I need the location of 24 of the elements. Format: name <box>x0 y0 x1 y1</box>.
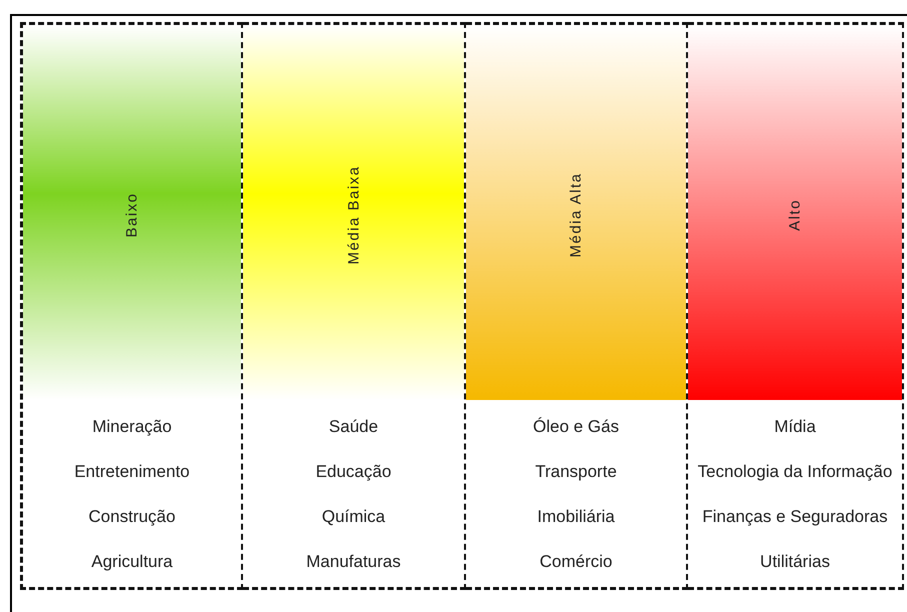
sector-name: Manufaturas <box>305 552 402 572</box>
sector-name: Óleo e Gás <box>532 417 620 437</box>
sector-name: Saúde <box>328 417 380 437</box>
level-heading: Média Baixa <box>345 165 362 265</box>
sector-name: Química <box>320 507 386 527</box>
sector-name: Mídia <box>773 417 817 437</box>
sector-name: Transporte <box>534 462 618 482</box>
sector-name: Utilitárias <box>759 552 831 572</box>
sector-name: Agricultura <box>90 552 174 572</box>
sector-name: Tecnologia da Informação <box>696 462 894 482</box>
level-heading: Baixo <box>124 192 140 238</box>
sector-name: Finanças e Seguradoras <box>701 507 889 527</box>
category-column <box>243 22 466 590</box>
category-column <box>688 22 904 590</box>
level-heading: Média Alta <box>568 172 584 258</box>
sector-name: Comércio <box>538 552 614 572</box>
sector-name: Entretenimento <box>73 462 191 482</box>
sector-name: Imobiliária <box>536 507 616 527</box>
level-heading: Alto <box>786 199 804 231</box>
category-column <box>20 22 243 590</box>
category-column <box>466 22 688 590</box>
sector-name: Construção <box>88 507 176 527</box>
sector-name: Educação <box>314 462 392 482</box>
sector-name: Mineração <box>91 417 173 437</box>
